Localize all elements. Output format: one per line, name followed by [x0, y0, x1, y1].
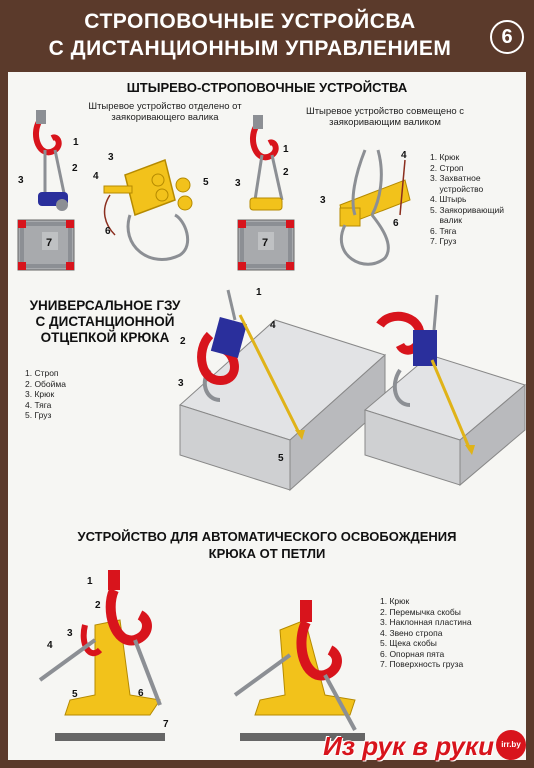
title-banner: СТРОПОВОЧНЫЕ УСТРОЙСВА С ДИСТАНЦИОННЫМ У…: [0, 0, 534, 72]
auto-release-diagram: [38, 570, 365, 741]
s1-callout-3: 3: [18, 175, 24, 186]
s1-legend-item: 7. Груз: [430, 236, 457, 246]
section3-heading-line-2: КРЮКА ОТ ПЕТЛИ: [208, 546, 326, 561]
s1-callout-3d: 3: [320, 195, 326, 206]
s1-callout-4: 4: [93, 171, 99, 182]
s3-callout-1: 1: [87, 576, 93, 587]
s1-callout-2: 2: [72, 163, 78, 174]
s3-callout-6: 6: [138, 688, 144, 699]
s1-legend-item: 6. Тяга: [430, 225, 457, 236]
s2-legend-item: 1. Строп: [25, 368, 59, 378]
s1-legend-item: 1. Крюк: [430, 152, 460, 162]
s2-callout-1: 1: [256, 287, 262, 298]
s1-legend-item: 5. Заякоривающий валик: [430, 204, 504, 226]
s1-callout-1: 1: [73, 137, 79, 148]
section3-legend: 1. Крюк 2. Перемычка скобы 3. Наклонная …: [380, 596, 520, 670]
s3-callout-5: 5: [72, 689, 78, 700]
hook-left-2: [250, 115, 279, 161]
pin-device-2: [339, 159, 411, 227]
hook-clamp-2: [376, 294, 439, 366]
section2-heading-line-1: УНИВЕРСАЛЬНОЕ ГЗУ: [29, 298, 181, 313]
section3-heading-line-1: УСТРОЙСТВО ДЛЯ АВТОМАТИЧЕСКОГО ОСВОБОЖДЕ…: [77, 529, 457, 544]
svg-text:7: 7: [262, 237, 268, 249]
section2-heading-line-2: С ДИСТАНЦИОННОЙ: [35, 314, 175, 329]
hook-left-1: [33, 110, 62, 156]
s2-callout-2: 2: [180, 336, 186, 347]
s1-callout-3c: 3: [235, 178, 241, 189]
s1-callout-1b: 1: [283, 144, 289, 155]
s2-callout-5: 5: [278, 453, 284, 464]
s1-callout-5: 5: [203, 177, 209, 188]
s3-legend-item: 6. Опорная пята: [380, 648, 445, 659]
s3-callout-4: 4: [47, 640, 53, 651]
section2-legend: 1. Строп 2. Обойма 3. Крюк 4. Тяга 5. Гр…: [25, 368, 115, 421]
title-line-1: СТРОПОВОЧНЫЕ УСТРОЙСВА: [84, 10, 416, 33]
s1-callout-4b: 4: [401, 150, 407, 161]
load-surface-2: [240, 733, 365, 741]
section2-heading-line-3: ОТЦЕПКОЙ КРЮКА: [40, 330, 170, 345]
title-line-2: С ДИСТАНЦИОННЫМ УПРАВЛЕНИЕМ: [48, 37, 452, 60]
gripper-left-1: [38, 192, 68, 211]
concrete-block-1: [179, 319, 386, 492]
load-surface-1: [55, 733, 165, 741]
svg-text:7: 7: [46, 237, 52, 249]
pin-sling-diagram: 7 7: [17, 110, 411, 271]
s1-callout-2b: 2: [283, 167, 289, 178]
s3-legend-item: 7. Поверхность груза: [380, 659, 464, 669]
s2-callout-4: 4: [270, 320, 276, 331]
universal-gzu-diagram: [179, 289, 527, 492]
s1-legend-item: 3. Захватное устройство: [430, 173, 484, 194]
section1-legend: 1. Крюк 2. Строп 3. Захватное устройство…: [430, 152, 530, 247]
s2-callout-3: 3: [178, 378, 184, 389]
s3-legend-item: 5. Щека скобы: [380, 638, 437, 648]
watermark-badge: irr.by: [496, 730, 526, 760]
s1-callout-6: 6: [105, 226, 111, 237]
watermark-text: Из рук в руки: [323, 731, 494, 761]
s3-legend-item: 1. Крюк: [380, 596, 410, 606]
s3-callout-3: 3: [67, 628, 73, 639]
section1-caption-right: Штыревое устройство совмещено с заякорив…: [306, 106, 464, 128]
s1-callout-6b: 6: [393, 218, 399, 229]
release-bracket-1: [64, 619, 161, 716]
s2-legend-item: 3. Крюк: [25, 389, 55, 399]
section3-heading: УСТРОЙСТВО ДЛЯ АВТОМАТИЧЕСКОГО ОСВОБОЖДЕ…: [0, 528, 534, 562]
s3-legend-item: 2. Перемычка скобы: [380, 606, 461, 617]
s3-legend-item: 3. Наклонная пластина: [380, 617, 472, 627]
s1-legend-item: 2. Строп: [430, 162, 464, 173]
release-hook-1: [105, 570, 152, 646]
s1-callout-3b: 3: [108, 152, 114, 163]
hook-clamp-1: [197, 289, 247, 385]
s2-legend-item: 5. Груз: [25, 410, 52, 420]
s3-legend-item: 4. Звено стропа: [380, 627, 443, 638]
sheet-number-badge: 6: [490, 20, 524, 54]
s2-legend-item: 4. Тяга: [25, 399, 52, 410]
release-hook-2: [296, 600, 342, 681]
s2-legend-item: 2. Обойма: [25, 378, 66, 389]
concrete-block-2: [363, 354, 527, 487]
s1-legend-item: 4. Штырь: [430, 194, 467, 204]
section1-heading: ШТЫРЕВО-СТРОПОВОЧНЫЕ УСТРОЙСТВА: [126, 80, 408, 95]
pin-device-1: [103, 159, 193, 216]
section1-caption-left: Штыревое устройство отделено от заякорив…: [88, 101, 242, 123]
s3-callout-2: 2: [95, 600, 101, 611]
s3-callout-7: 7: [163, 719, 169, 730]
section2-heading: УНИВЕРСАЛЬНОЕ ГЗУ С ДИСТАНЦИОННОЙ ОТЦЕПК…: [10, 298, 200, 346]
